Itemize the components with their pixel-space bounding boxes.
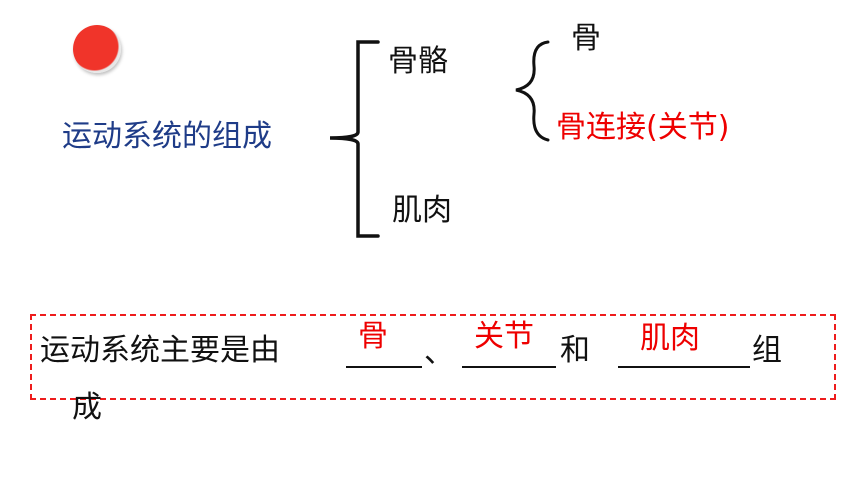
fill-blank-prefix: 运动系统主要是由 bbox=[40, 333, 280, 368]
sub-bone-label: 骨 bbox=[571, 21, 601, 56]
blank-1 bbox=[346, 366, 422, 368]
separator-comma: 、 bbox=[424, 335, 454, 370]
sub-brace bbox=[515, 40, 550, 142]
branch-skeleton-label: 骨骼 bbox=[388, 44, 448, 79]
branch-muscle-label: 肌肉 bbox=[392, 193, 452, 228]
main-brace bbox=[329, 40, 380, 238]
blank-3 bbox=[618, 366, 750, 368]
blank-2 bbox=[462, 366, 556, 368]
answer-bone: 骨 bbox=[358, 319, 388, 354]
and-label: 和 bbox=[560, 333, 590, 368]
answer-muscle: 肌肉 bbox=[640, 321, 700, 356]
red-dot-icon bbox=[73, 25, 121, 73]
answer-joint: 关节 bbox=[474, 319, 534, 354]
fill-blank-box bbox=[30, 314, 836, 400]
diagram-root-label: 运动系统的组成 bbox=[62, 119, 272, 154]
sub-joint-label: 骨连接(关节) bbox=[556, 110, 730, 145]
fill-blank-suffix-2: 成 bbox=[72, 390, 102, 425]
fill-blank-suffix-1: 组 bbox=[752, 333, 782, 368]
